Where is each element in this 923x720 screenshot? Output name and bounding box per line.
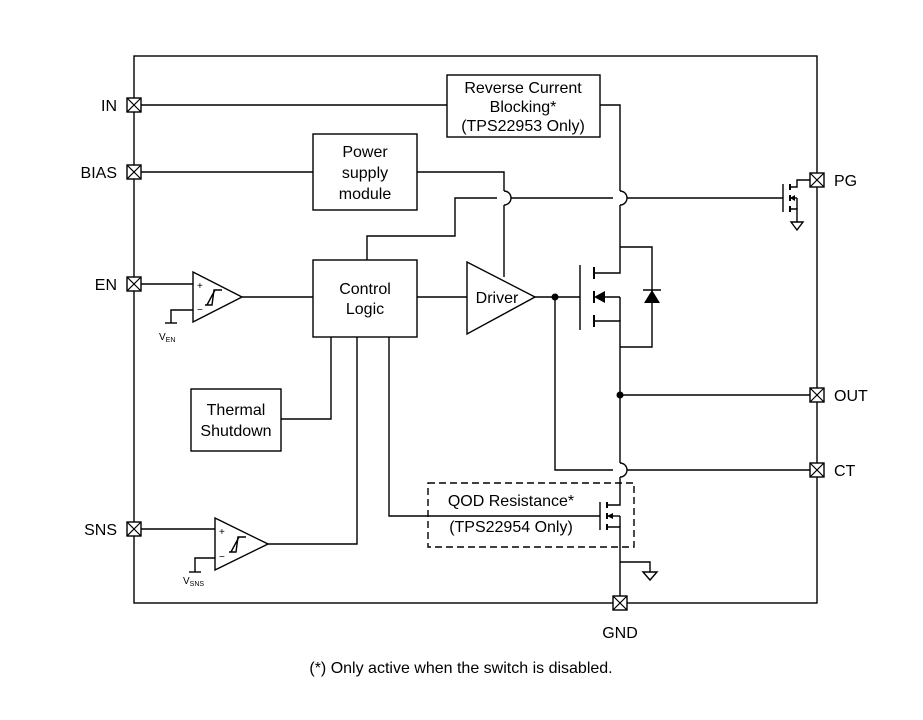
pin-out: OUT	[809, 387, 868, 405]
qod-line2: (TPS22954 Only)	[449, 519, 573, 536]
en-comparator-plus: +	[197, 281, 203, 292]
chip-outline	[133, 55, 818, 604]
pin-sns: SNS	[84, 521, 142, 539]
power-supply-line3: module	[339, 186, 392, 203]
reverse-current-line3: (TPS22953 Only)	[461, 118, 585, 135]
pin-in-label: IN	[101, 98, 117, 115]
pin-en-label: EN	[95, 277, 117, 294]
pin-en: EN	[95, 276, 142, 294]
qod-fet-icon	[599, 483, 621, 536]
thermal-line1: Thermal	[207, 402, 266, 419]
pin-ct-label: CT	[834, 463, 856, 480]
pin-gnd-label: GND	[602, 625, 638, 642]
driver-label: Driver	[476, 290, 519, 307]
pg-fet-icon	[782, 179, 810, 232]
power-supply-block: Power supply module	[312, 133, 418, 211]
en-ref-label: VEN	[159, 332, 175, 344]
sns-comparator-minus: −	[219, 552, 225, 563]
pin-pg: PG	[809, 172, 857, 190]
sns-comparator-plus: +	[219, 527, 225, 538]
footnote: (*) Only active when the switch is disab…	[309, 660, 612, 677]
qod-line1: QOD Resistance*	[448, 493, 574, 510]
en-comparator-minus: −	[197, 305, 203, 316]
pin-bias: BIAS	[81, 164, 142, 182]
sns-comparator: + − VSNS	[183, 516, 270, 588]
pin-gnd: GND	[602, 595, 638, 642]
pin-ct: CT	[809, 462, 856, 480]
pin-bias-label: BIAS	[81, 165, 117, 182]
thermal-line2: Shutdown	[200, 423, 271, 440]
power-supply-line1: Power	[342, 144, 388, 161]
pin-sns-label: SNS	[84, 522, 117, 539]
power-supply-line2: supply	[342, 165, 388, 182]
reverse-current-line2: Blocking*	[490, 99, 557, 116]
control-logic-block: Control Logic	[312, 259, 418, 338]
pin-pg-label: PG	[834, 173, 857, 190]
driver-block: Driver	[466, 260, 537, 336]
pin-in: IN	[101, 97, 142, 115]
reverse-current-block: Reverse Current Blocking* (TPS22953 Only…	[446, 74, 601, 138]
thermal-shutdown-block: Thermal Shutdown	[190, 388, 282, 452]
pin-out-label: OUT	[834, 388, 868, 405]
qod-resistance-block: QOD Resistance* (TPS22954 Only)	[427, 482, 635, 548]
reverse-current-line1: Reverse Current	[464, 80, 582, 97]
control-logic-line2: Logic	[346, 301, 384, 318]
wires	[141, 104, 810, 596]
sns-ref-label: VSNS	[183, 576, 204, 588]
main-fet-icon	[579, 246, 661, 348]
en-comparator: + − VEN	[159, 270, 244, 344]
control-logic-line1: Control	[339, 281, 391, 298]
